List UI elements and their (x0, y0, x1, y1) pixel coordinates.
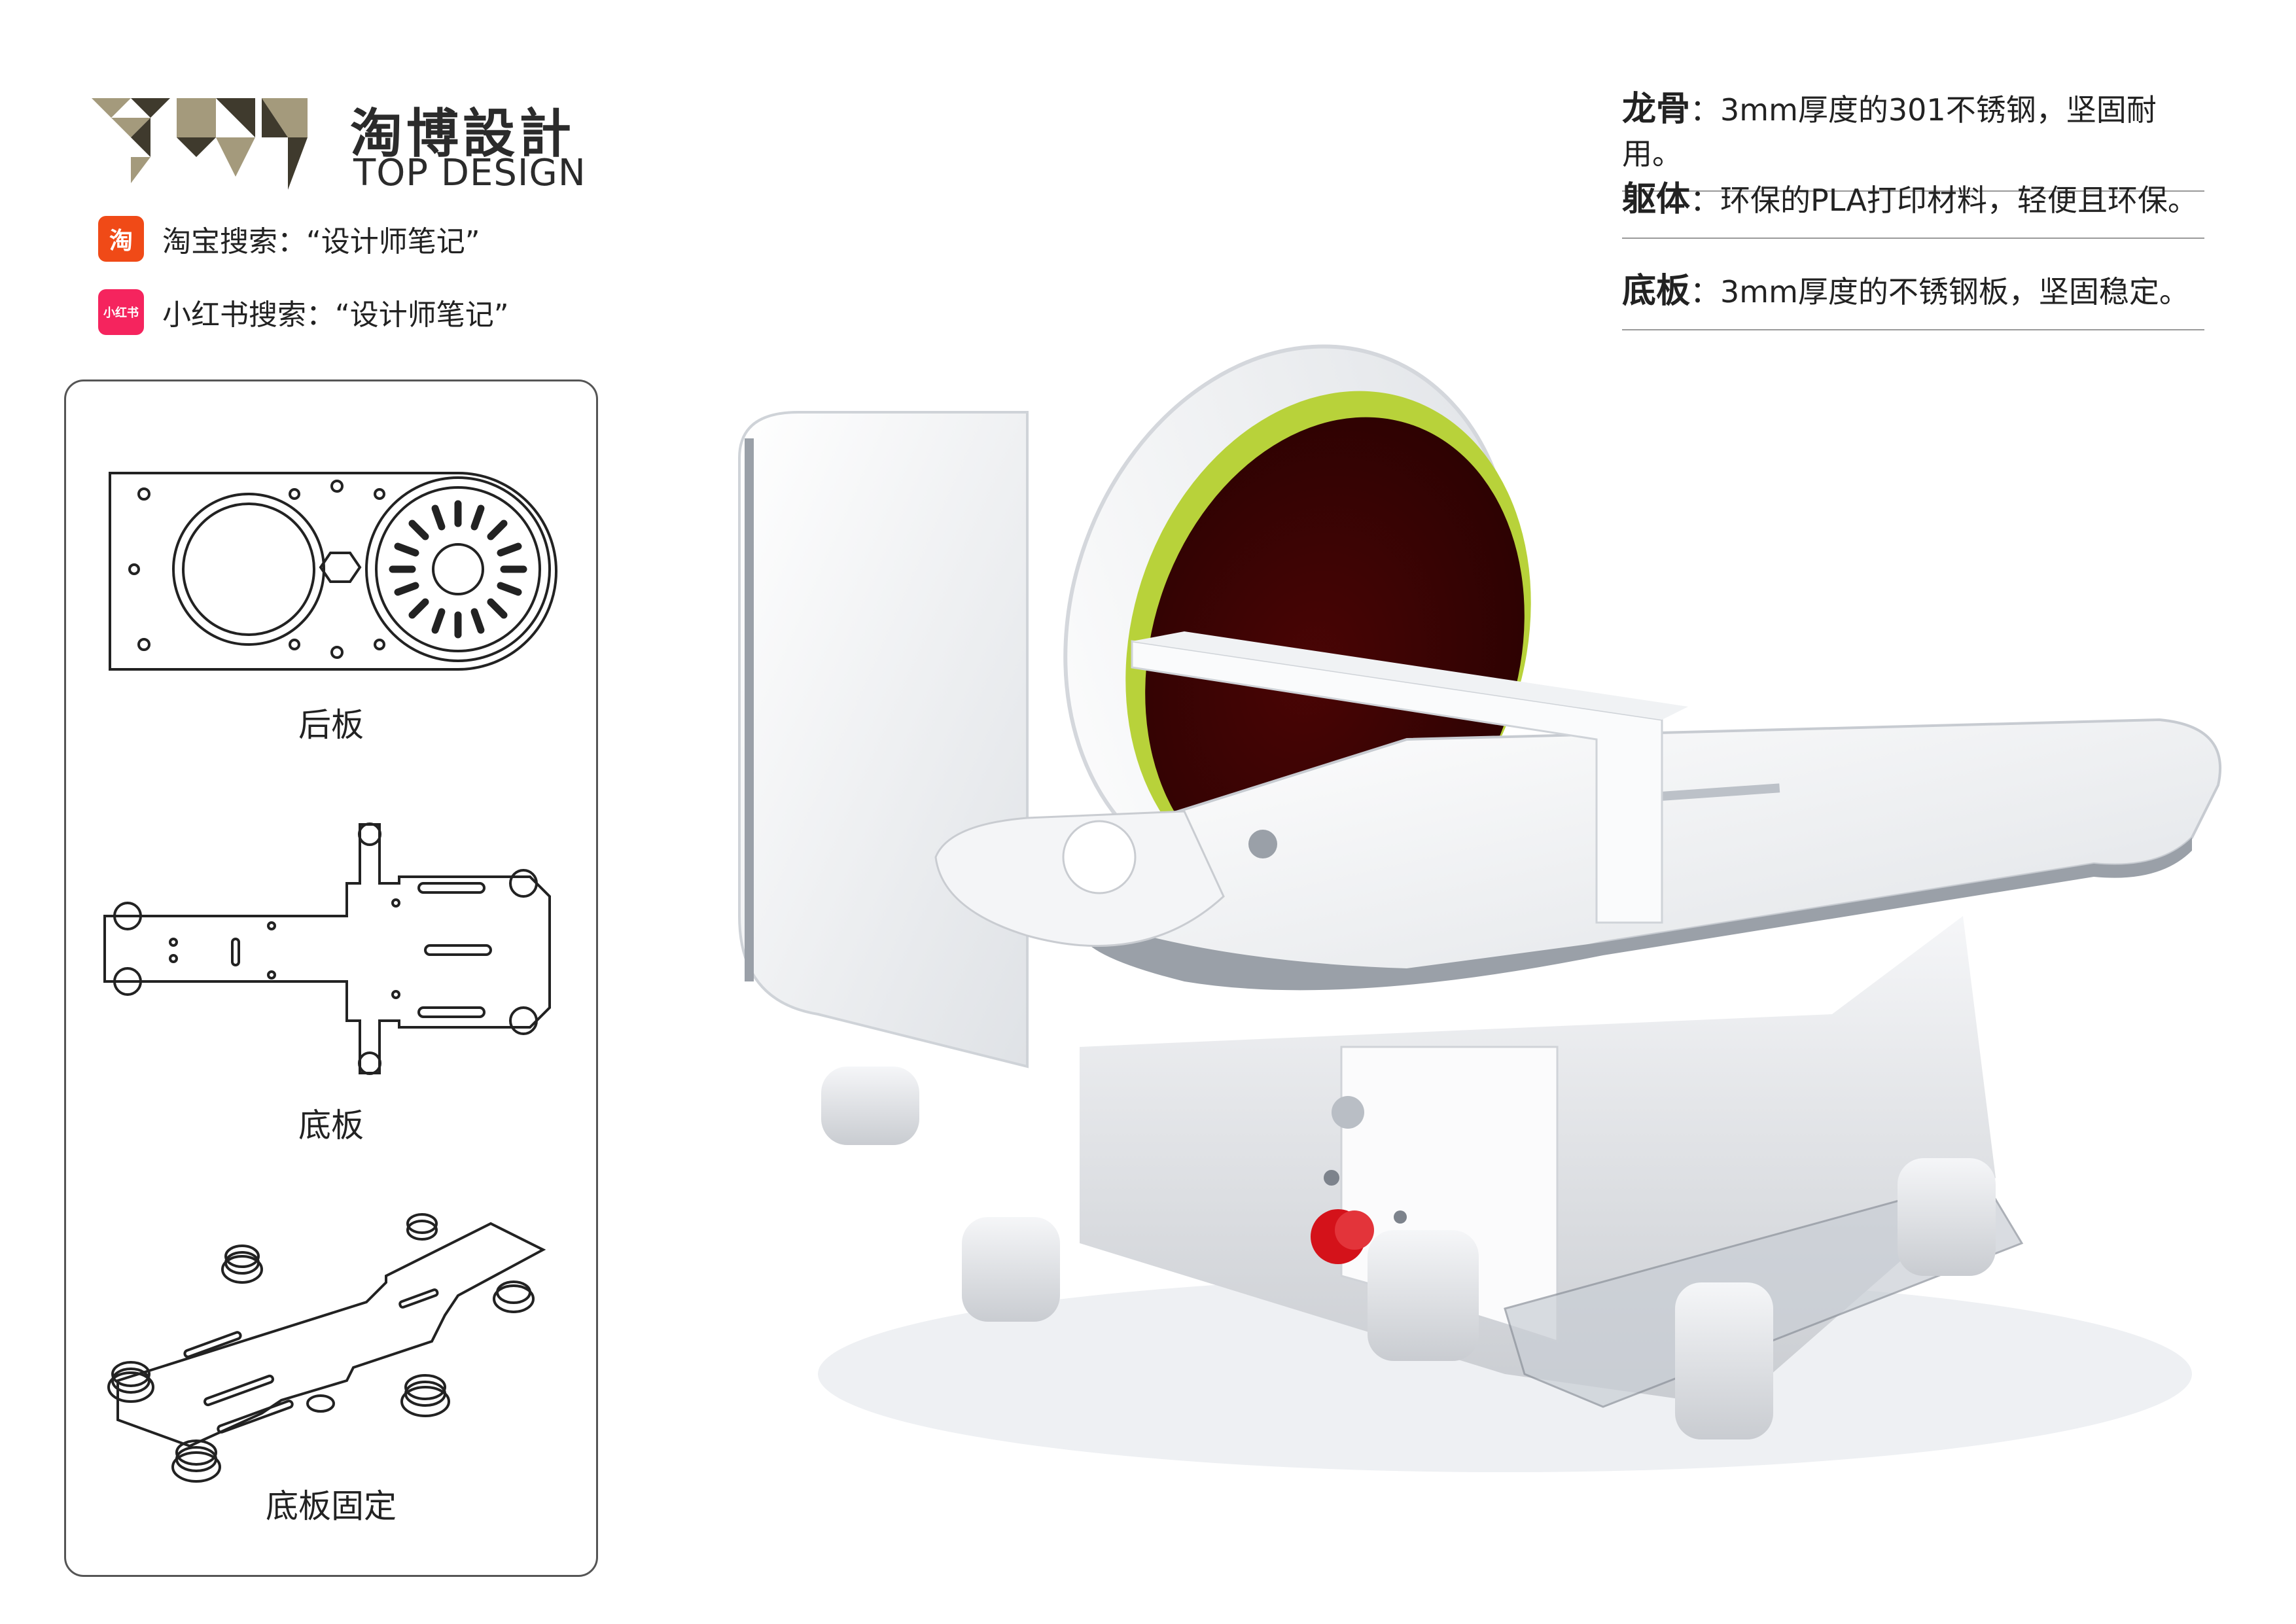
brand-name-cn: 淘博設計 (350, 103, 575, 164)
spec-keel: 龙骨：3mm厚度的301不锈钢，坚固耐用。 (1622, 81, 2204, 192)
parts-panel (64, 380, 598, 1577)
base-plate-drawing (103, 822, 551, 1075)
spec-keel-label: 龙骨 (1622, 90, 1691, 129)
top-logo (92, 98, 308, 190)
spec-keel-text: ：3mm厚度的301不锈钢，坚固耐用。 (1622, 92, 2157, 171)
taobao-search-text: 淘宝搜索：“设计师笔记” (162, 225, 480, 258)
taobao-icon: 淘 (98, 216, 144, 262)
xiaohongshu-icon: 小红书 (98, 289, 144, 335)
xiaohongshu-search-link[interactable]: 小红书 小红书搜索：“设计师笔记” (98, 289, 509, 335)
spec-body-text: ：环保的PLA打印材料，轻便且环保。 (1690, 183, 2198, 218)
taobao-search-link[interactable]: 淘 淘宝搜索：“设计师笔记” (98, 216, 480, 262)
spec-base-label: 底板 (1622, 272, 1691, 311)
base-plate-mounted-drawing (107, 1213, 546, 1483)
xiaohongshu-search-text: 小红书搜索：“设计师笔记” (162, 298, 509, 332)
spec-base-text: ：3mm厚度的不锈钢板，坚固稳定。 (1690, 274, 2189, 309)
back-plate-drawing (109, 472, 557, 671)
spec-body-label: 躯体 (1622, 180, 1691, 219)
caption-base-plate-mounted: 底板固定 (266, 1487, 397, 1525)
caption-base-plate: 底板 (298, 1106, 364, 1144)
spec-body: 躯体：环保的PLA打印材料，轻便且环保。 (1622, 171, 2204, 239)
disc-sander-render (738, 344, 2222, 1472)
spec-base: 底板：3mm厚度的不锈钢板，坚固稳定。 (1622, 263, 2204, 330)
caption-back-plate: 后板 (298, 706, 364, 744)
brand-name-en: TOP DESIGN (353, 152, 586, 194)
